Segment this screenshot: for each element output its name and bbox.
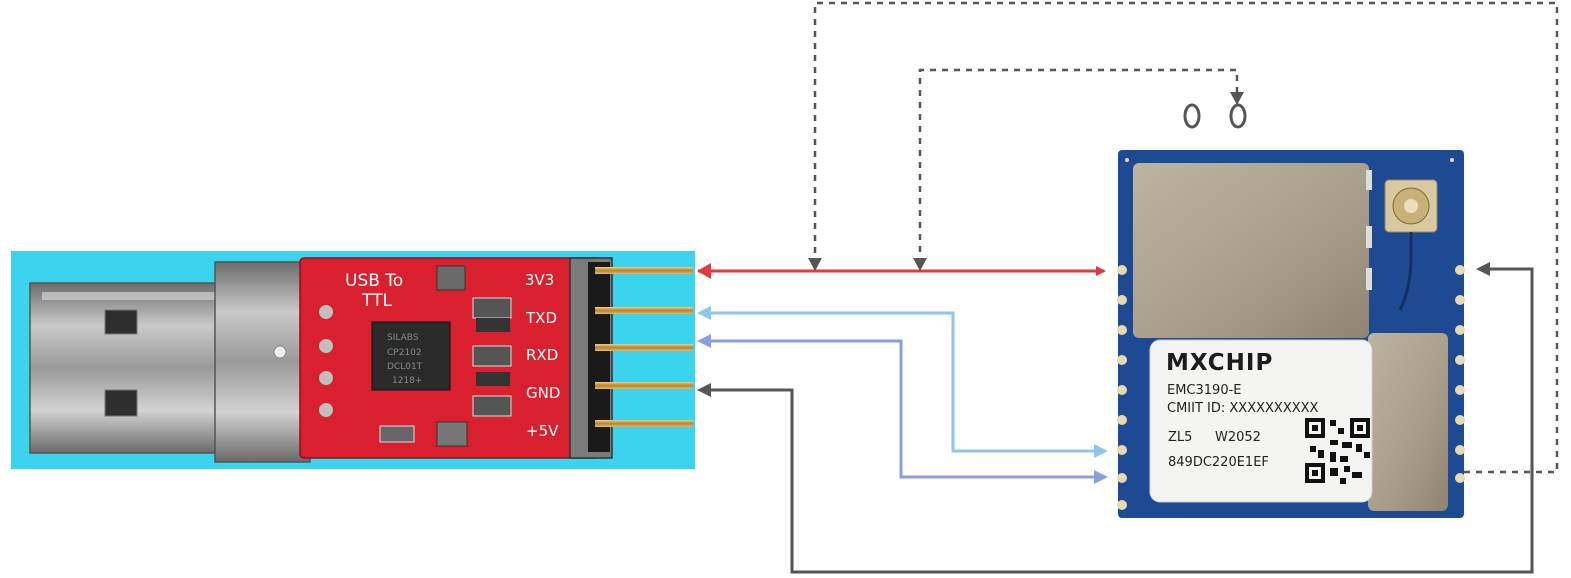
dashed-wire-inner-head-3v3 [913,258,927,271]
wire-rxd-head-module [1094,470,1108,484]
wire-gnd [701,267,1534,574]
header-pin-gnd [595,382,693,389]
wire-3v3-head-left [697,263,711,279]
usb-ttl-adapter: USB To TTL SILABS CP2102 DCL01T 1218+ 3V… [11,251,695,469]
header-pin-rxd [595,344,693,351]
module-lot-b: W2052 [1215,430,1261,445]
chip-marking-2: CP2102 [387,348,422,358]
module-lot-a: ZL5 [1168,430,1192,445]
jumper-ring-left [1183,103,1201,129]
wire-rxd [701,339,1104,479]
header-pin-5v [595,420,693,427]
pcb-through-holes [319,305,333,417]
secondary-shield [1368,333,1448,511]
header-pins [595,267,693,427]
cp2102-chip: SILABS CP2102 DCL01T 1218+ [371,321,451,391]
pin-label-5v: +5V [526,422,559,440]
dashed-wire-outer [813,1,1559,474]
module-model: EMC3190-E [1167,383,1242,398]
pin-label-3v3: 3V3 [525,271,554,289]
wire-txd-head-module [1094,444,1108,458]
pin-label-txd: TXD [525,309,557,327]
wire-rxd-head-adapter [697,334,711,348]
chip-marking-3: DCL01T [387,362,423,372]
wire-gnd-head-adapter [697,383,711,397]
wire-txd [701,311,1104,453]
mxchip-module: MXCHIP EMC3190-E CMIIT ID: XXXXXXXXXX ZL… [1117,150,1465,518]
board-title-line1: USB To [345,271,403,291]
dashed-wire-inner-head-ring [1230,92,1244,105]
board-title-line2: TTL [361,291,392,311]
usb-a-plug [29,261,311,463]
module-label-sticker: MXCHIP EMC3190-E CMIIT ID: XXXXXXXXXX ZL… [1149,339,1373,503]
module-right-pads [1455,265,1465,483]
chip-marking-4: 1218+ [392,376,422,386]
module-left-pads [1117,265,1127,510]
header-pin-txd [595,307,693,314]
chip-marking-1: SILABS [387,333,419,343]
antenna-connector [1384,179,1438,311]
header-pin-3v3 [595,267,693,274]
qr-code [1305,418,1370,484]
jumper-ring-right [1229,103,1247,129]
module-brand: MXCHIP [1166,350,1273,376]
wire-txd-head-adapter [697,306,711,320]
dashed-wire-outer-head [808,258,822,271]
dashed-wire-inner [918,68,1239,264]
module-cmiit-id: CMIIT ID: XXXXXXXXXX [1167,401,1319,416]
pin-label-gnd: GND [526,384,560,402]
smd-components [379,265,512,447]
wire-gnd-head-module [1476,262,1490,276]
main-shield [1133,163,1369,338]
module-mac: 849DC220E1EF [1168,455,1269,470]
pin-label-rxd: RXD [526,346,558,364]
